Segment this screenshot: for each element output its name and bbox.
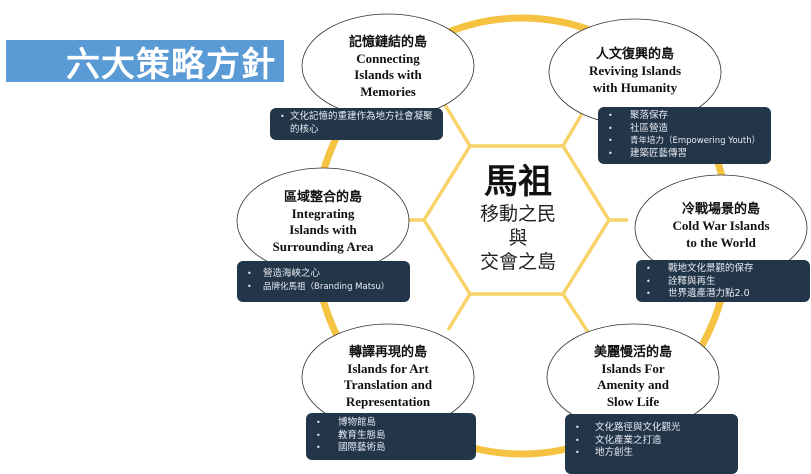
strategy-notes-memories: 文化記憶的重建作為地方社會凝聚的核心 xyxy=(270,108,443,140)
note-item: 博物館島 xyxy=(314,417,470,430)
note-item: 文化記憶的重建作為地方社會凝聚的核心 xyxy=(278,111,437,136)
note-item: 社區營造 xyxy=(606,123,765,136)
strategy-title-en: Islands for Art Translation and Represen… xyxy=(343,360,433,409)
strategy-title-zh: 轉譯再現的島 xyxy=(348,344,427,360)
strategy-title-en: Cold War Islands to the World xyxy=(672,218,770,250)
strategy-title-en: Integrating Islands with Surrounding Are… xyxy=(272,205,374,254)
center-label: 馬祖 移動之民 與 交會之島 xyxy=(458,162,578,274)
note-item: 營造海峽之心 xyxy=(245,268,404,281)
note-item: 教育生態島 xyxy=(314,430,470,443)
strategy-bubble-memories: 記憶鏈結的島 Connecting Islands with Memories xyxy=(312,30,464,104)
center-line-2: 與 xyxy=(508,227,528,249)
center-line-3: 交會之島 xyxy=(479,251,556,273)
strategy-notes-integrating: 營造海峽之心 品牌化馬祖（Branding Matsu） xyxy=(237,261,410,302)
strategy-title-en: Reviving Islands with Humanity xyxy=(588,63,682,95)
strategy-bubble-art: 轉譯再現的島 Islands for Art Translation and R… xyxy=(312,340,464,414)
note-item: 文化路徑與文化觀光 xyxy=(573,422,732,435)
strategy-notes-humanity: 聚落保存 社區營造 青年培力（Empowering Youth） 建築匠藝傳習 xyxy=(598,107,771,164)
strategy-bubble-humanity: 人文復興的島 Reviving Islands with Humanity xyxy=(559,45,711,97)
strategy-title-zh: 區域整合的島 xyxy=(283,189,362,205)
note-item: 青年培力（Empowering Youth） xyxy=(606,135,765,148)
note-item: 文化產業之打造 xyxy=(573,435,732,448)
note-item: 品牌化馬祖（Branding Matsu） xyxy=(245,281,404,294)
strategy-title-en: Connecting Islands with Memories xyxy=(354,50,422,99)
strategy-bubble-integrating: 區域整合的島 Integrating Islands with Surround… xyxy=(243,185,403,259)
note-item: 戰地文化景觀的保存 xyxy=(644,263,804,276)
strategy-title-zh: 冷戰場景的島 xyxy=(681,202,760,217)
strategy-bubble-cold-war: 冷戰場景的島 Cold War Islands to the World xyxy=(645,200,797,252)
strategy-notes-art: 博物館島 教育生態島 國際藝術島 xyxy=(306,413,476,460)
center-title: 馬祖 xyxy=(484,162,552,202)
center-line-1: 移動之民 xyxy=(479,203,556,225)
strategy-title-zh: 美麗慢活的島 xyxy=(593,344,672,360)
note-item: 詮釋與再生 xyxy=(644,276,804,289)
page-title: 六大策略方針 xyxy=(66,44,276,85)
title-banner: 六大策略方針 xyxy=(6,40,284,85)
strategy-notes-slow-life: 文化路徑與文化觀光 文化產業之打造 地方創生 xyxy=(565,414,738,474)
note-item: 世界遺產潛力點2.0 xyxy=(644,288,804,301)
note-item: 地方創生 xyxy=(573,447,732,460)
strategy-notes-cold-war: 戰地文化景觀的保存 詮釋與再生 世界遺產潛力點2.0 xyxy=(636,260,810,302)
strategy-title-zh: 記憶鏈結的島 xyxy=(348,34,427,50)
strategy-bubble-slow-life: 美麗慢活的島 Islands For Amenity and Slow Life xyxy=(557,340,709,414)
strategy-title-zh: 人文復興的島 xyxy=(595,47,674,62)
note-item: 國際藝術島 xyxy=(314,442,470,455)
strategy-title-en: Islands For Amenity and Slow Life xyxy=(597,360,669,409)
note-item: 聚落保存 xyxy=(606,110,765,123)
note-item: 建築匠藝傳習 xyxy=(606,148,765,161)
